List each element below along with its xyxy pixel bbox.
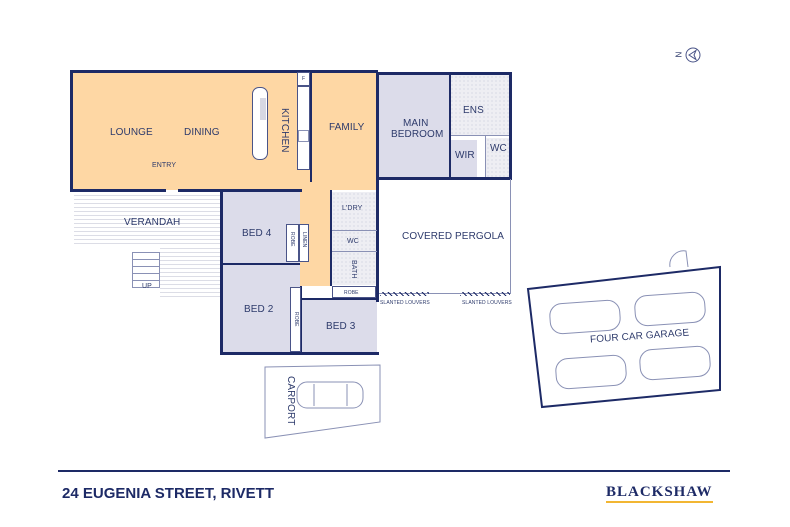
room-label-lounge: LOUNGE (110, 127, 153, 138)
label-linen: LINEN (301, 232, 307, 248)
north-arrow-icon (685, 47, 701, 63)
bed2-floor (222, 265, 300, 354)
garage-outline (526, 250, 721, 409)
wir-floor (450, 140, 477, 177)
wc-floor (332, 231, 377, 251)
main-bedroom-floor (377, 72, 450, 179)
room-label-wc: WC (347, 238, 359, 245)
carport-outline (264, 364, 381, 439)
compass-north-letter: N (674, 51, 684, 58)
ensuite-floor (450, 75, 510, 135)
wall-bed4-bed2 (222, 263, 300, 265)
bed3-floor (302, 300, 377, 354)
room-label-main-bedroom-2: BEDROOM (391, 129, 444, 140)
wall-south-bedrooms (220, 352, 379, 355)
laundry-floor (332, 192, 377, 230)
cooktop-icon (298, 130, 309, 142)
wall-bed2-bed3 (300, 286, 302, 354)
robe-bed4-box (286, 224, 299, 262)
verandah-lower-deck (160, 245, 222, 297)
label-robe-bed3: ROBE (344, 290, 359, 296)
wall-south-living-a (70, 189, 166, 192)
room-label-laundry: L'DRY (342, 205, 363, 212)
room-label-ensuite: ENS (463, 105, 484, 116)
louvers-right-hatch (460, 292, 510, 296)
label-louvers-right: SLANTED LOUVERS (462, 300, 512, 306)
property-address: 24 EUGENIA STREET, RIVETT (62, 485, 274, 502)
label-louvers-left: SLANTED LOUVERS (380, 300, 430, 306)
wall-west-bedrooms (220, 189, 223, 355)
wall-east-main (376, 72, 379, 302)
wall-ensuite-west (449, 75, 451, 179)
sink-icon (260, 98, 266, 120)
room-label-family: FAMILY (329, 122, 365, 133)
living-zone (72, 72, 377, 190)
pergola-outline (379, 179, 511, 294)
room-label-main-bedroom-1: MAIN (403, 118, 429, 129)
room-label-covered-pergola: COVERED PERGOLA (402, 231, 505, 242)
wall-hall-wet (330, 190, 332, 286)
wall-south-living-b (178, 189, 302, 192)
wall-south-bedroom (376, 177, 512, 180)
room-label-ensuite-wc: WC (490, 143, 507, 154)
room-label-bed4: BED 4 (242, 228, 272, 239)
fridge-label: F (302, 76, 306, 82)
bath-floor (332, 252, 377, 285)
wall-wc-bath (332, 251, 377, 252)
label-robe-bed2: ROBE (293, 312, 299, 327)
room-label-entry: ENTRY (152, 162, 177, 169)
room-label-dining: DINING (184, 127, 220, 138)
robe-bed3-box (332, 286, 376, 298)
room-label-verandah: VERANDAH (124, 217, 181, 228)
room-label-kitchen: KITCHEN (279, 108, 290, 153)
car-icon (296, 381, 364, 409)
louvers-left-hatch (380, 292, 429, 296)
wall-ensuite-south (451, 135, 509, 136)
room-label-bath: BATH (350, 260, 357, 279)
fridge-box: F (297, 72, 310, 86)
room-label-bed2: BED 2 (244, 304, 274, 315)
room-label-wir: WIR (455, 150, 475, 161)
car-icons (549, 291, 711, 390)
robe-bed2-box (290, 287, 301, 352)
wall-laundry-wc (332, 230, 377, 231)
agency-logo: BLACKSHAW (606, 485, 713, 503)
verandah-steps (132, 252, 160, 288)
label-robe-bed4: ROBE (289, 232, 295, 247)
wall-west-living (70, 70, 73, 192)
kitchen-bench (297, 86, 310, 170)
room-label-carport: CARPORT (285, 376, 296, 426)
linen-box (299, 224, 309, 262)
wall-bed3-north (302, 298, 378, 300)
wall-wir-wc (485, 135, 486, 177)
label-up: UP (142, 283, 152, 290)
ensuite-wc-floor (486, 138, 510, 177)
wall-north-living (70, 70, 378, 73)
wall-north-bedroom (376, 72, 512, 75)
wall-east-ensuite (509, 72, 512, 179)
room-label-bed3: BED 3 (326, 321, 356, 332)
verandah-deck (74, 192, 222, 245)
wall-kitchen-family (310, 72, 312, 182)
footer-rule (58, 470, 730, 472)
